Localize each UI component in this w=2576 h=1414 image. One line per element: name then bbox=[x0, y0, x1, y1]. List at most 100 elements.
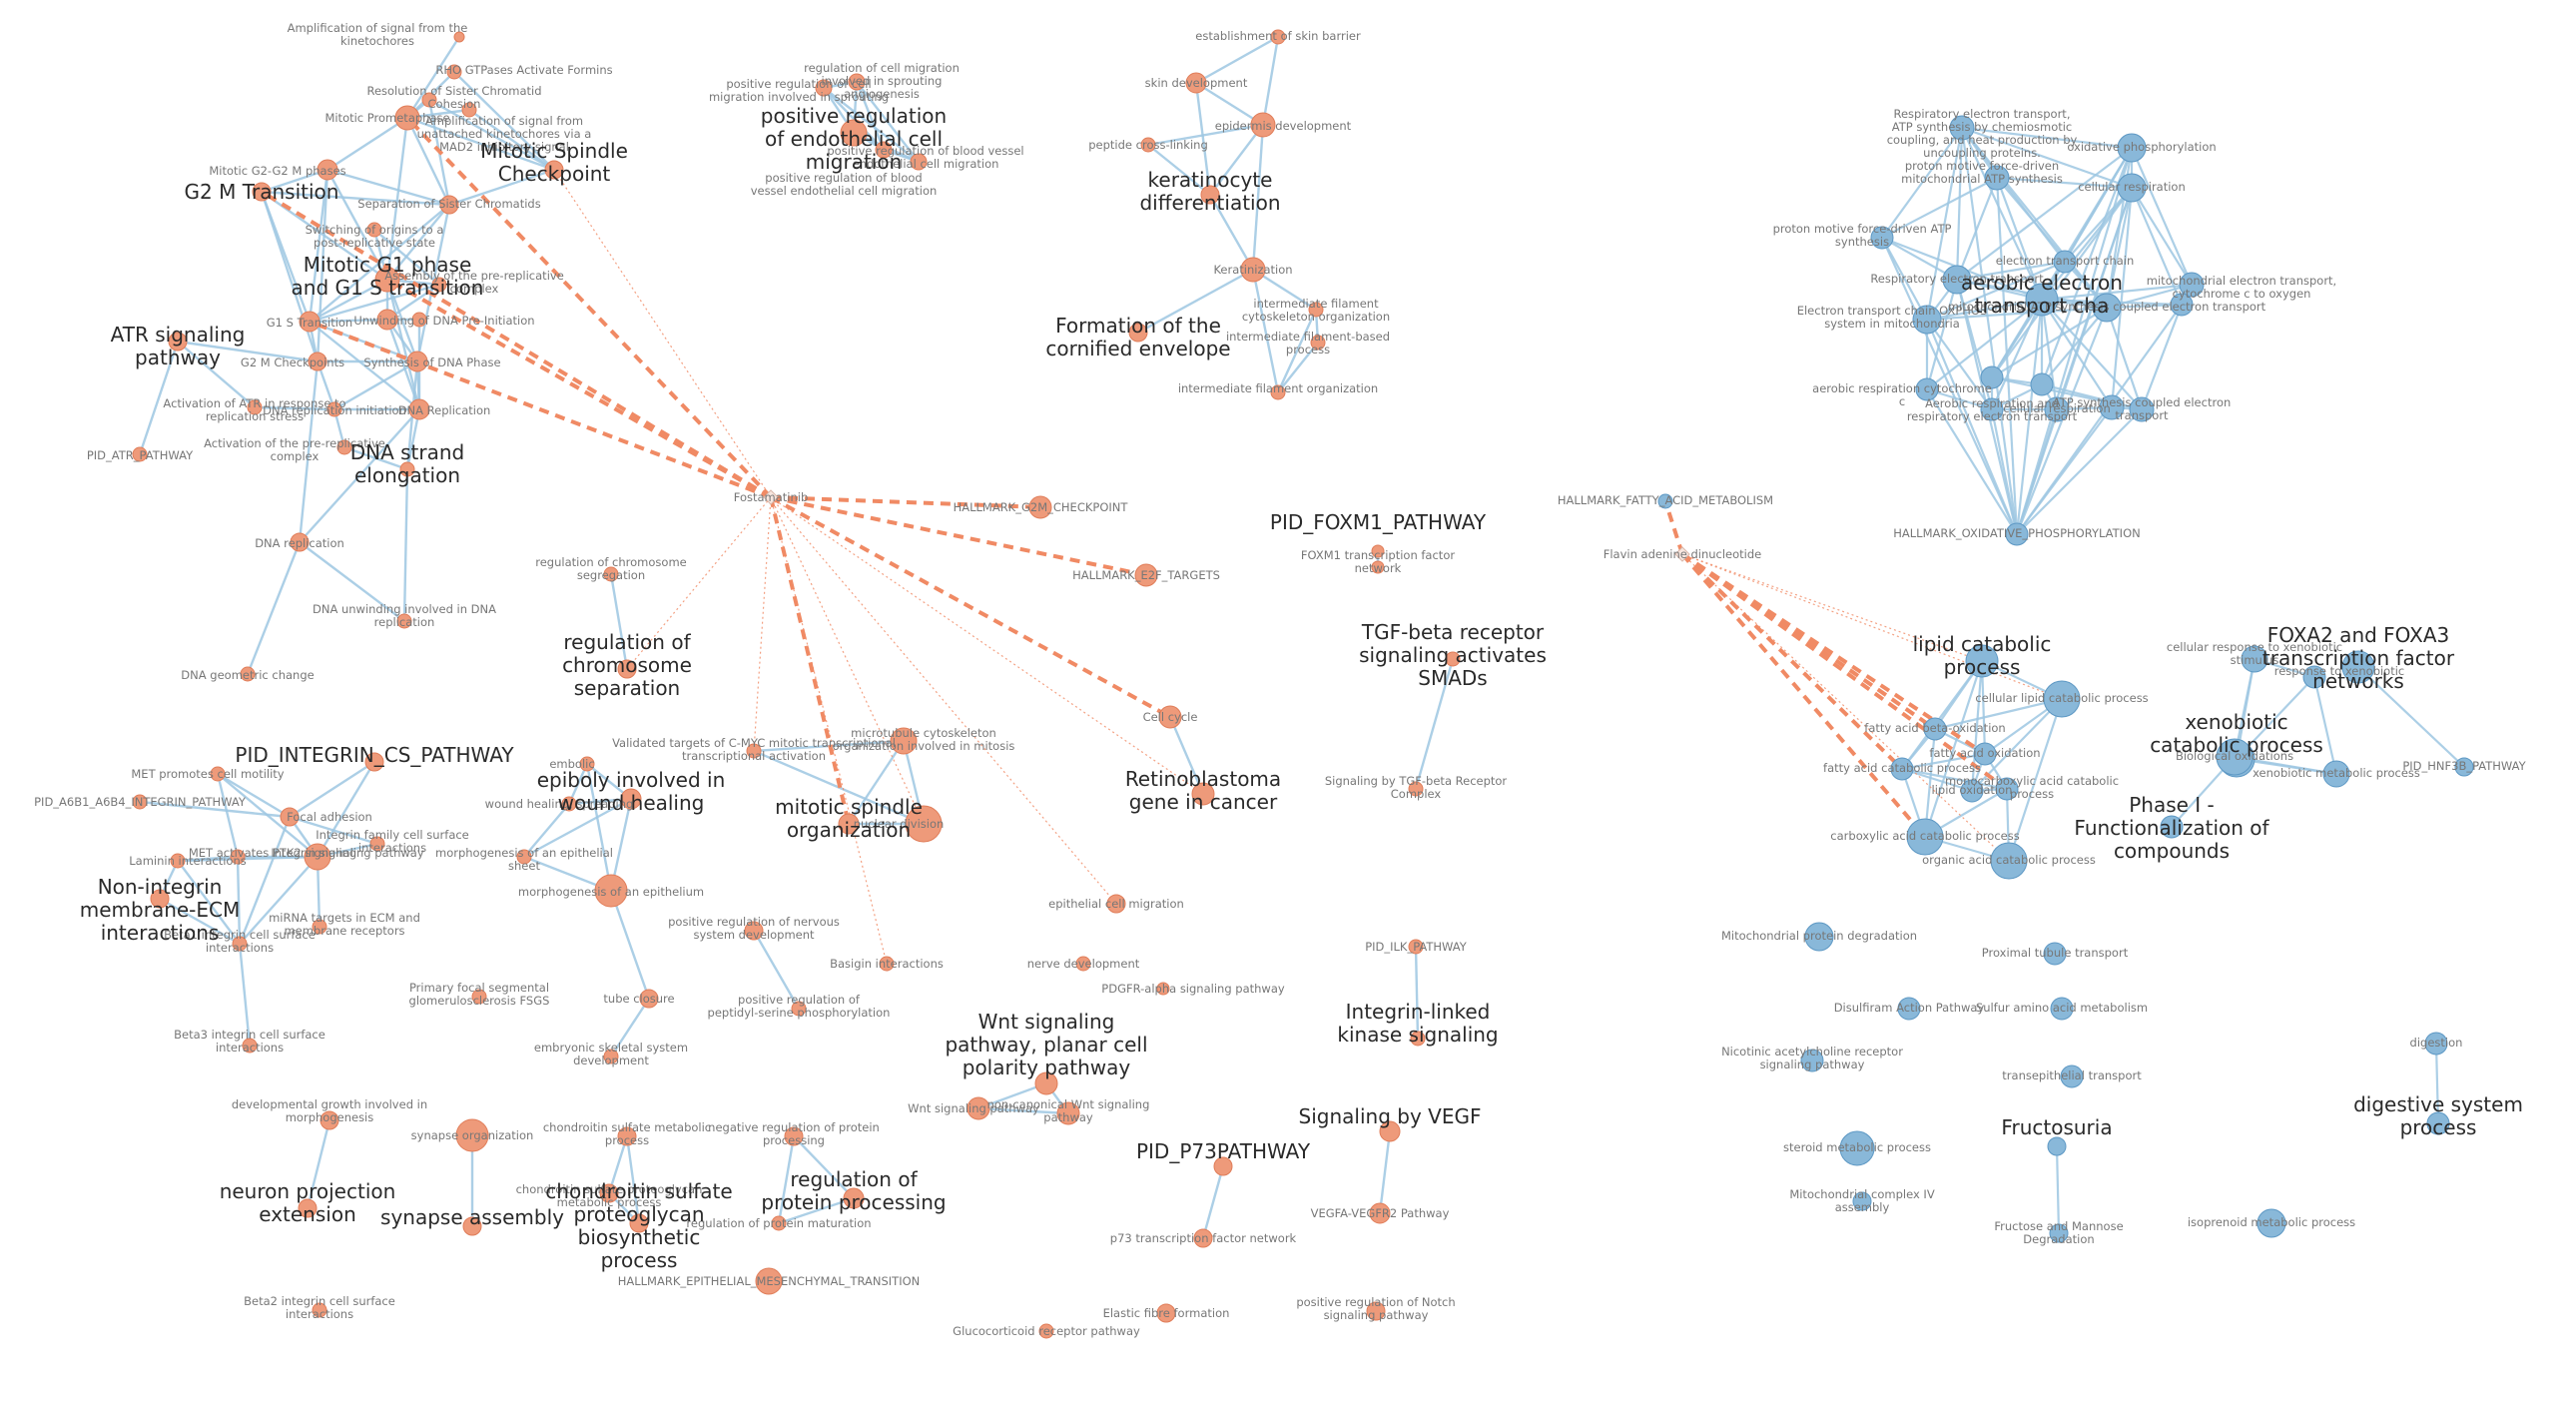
pathway-node[interactable] bbox=[594, 874, 628, 908]
pathway-node[interactable] bbox=[2053, 250, 2077, 274]
pathway-node[interactable] bbox=[396, 613, 412, 629]
pathway-node[interactable] bbox=[210, 766, 226, 782]
pathway-node[interactable] bbox=[247, 399, 263, 415]
pathway-node[interactable] bbox=[617, 1126, 637, 1146]
pathway-node[interactable] bbox=[462, 1216, 482, 1236]
pathway-node[interactable] bbox=[242, 1038, 258, 1054]
pathway-node[interactable] bbox=[1657, 493, 1673, 509]
pathway-node[interactable] bbox=[1240, 257, 1266, 283]
pathway-node[interactable] bbox=[1191, 782, 1215, 806]
pathway-node[interactable] bbox=[453, 31, 465, 43]
pathway-node[interactable] bbox=[1366, 1301, 1386, 1321]
pathway-node[interactable] bbox=[431, 277, 447, 293]
pathway-node[interactable] bbox=[374, 267, 400, 293]
pathway-node[interactable] bbox=[320, 1110, 339, 1130]
pathway-node[interactable] bbox=[471, 989, 487, 1005]
pathway-node[interactable] bbox=[455, 1118, 489, 1152]
pathway-node[interactable] bbox=[599, 1183, 619, 1203]
pathway-node[interactable] bbox=[132, 446, 148, 462]
pathway-node[interactable] bbox=[1200, 185, 1220, 205]
pathway-node[interactable] bbox=[376, 309, 398, 331]
pathway-node[interactable] bbox=[406, 351, 428, 372]
pathway-node[interactable] bbox=[629, 1213, 649, 1233]
pathway-node[interactable] bbox=[408, 398, 430, 420]
pathway-node[interactable] bbox=[2179, 272, 2205, 298]
pathway-node[interactable] bbox=[1128, 323, 1148, 343]
pathway-node[interactable] bbox=[1308, 302, 1324, 318]
pathway-node[interactable] bbox=[1038, 1323, 1054, 1339]
pathway-node[interactable] bbox=[411, 312, 427, 328]
pathway-node[interactable] bbox=[603, 566, 619, 582]
pathway-node[interactable] bbox=[879, 956, 895, 972]
pathway-node[interactable] bbox=[1965, 644, 1999, 678]
pathway-node[interactable] bbox=[1193, 1228, 1213, 1248]
pathway-node[interactable] bbox=[1960, 779, 1984, 803]
pathway-node[interactable] bbox=[446, 64, 462, 80]
pathway-node[interactable] bbox=[232, 936, 248, 952]
pathway-node[interactable] bbox=[2043, 942, 2067, 966]
pathway-node[interactable] bbox=[1106, 894, 1126, 914]
pathway-node[interactable] bbox=[1028, 495, 1052, 519]
pathway-node[interactable] bbox=[2424, 1032, 2448, 1056]
pathway-node[interactable] bbox=[910, 153, 928, 171]
pathway-node[interactable] bbox=[150, 889, 170, 909]
pathway-node[interactable] bbox=[2049, 1223, 2069, 1243]
pathway-node[interactable] bbox=[1980, 397, 2004, 421]
pathway-node[interactable] bbox=[1980, 365, 2004, 389]
pathway-node[interactable] bbox=[2043, 680, 2081, 718]
pathway-node[interactable] bbox=[1156, 982, 1170, 996]
pathway-node[interactable] bbox=[2216, 738, 2254, 776]
pathway-node[interactable] bbox=[1984, 165, 2010, 191]
pathway-node[interactable] bbox=[1890, 757, 1914, 781]
pathway-node[interactable] bbox=[784, 1126, 804, 1146]
pathway-node[interactable] bbox=[1852, 1191, 1872, 1211]
pathway-node[interactable] bbox=[579, 756, 595, 772]
pathway-node[interactable] bbox=[1906, 818, 1944, 856]
pathway-node[interactable] bbox=[1897, 997, 1921, 1021]
pathway-node[interactable] bbox=[2454, 757, 2474, 777]
pathway-node[interactable] bbox=[2047, 1136, 2067, 1156]
pathway-node[interactable] bbox=[1990, 842, 2028, 880]
pathway-node[interactable] bbox=[1134, 563, 1158, 587]
pathway-node[interactable] bbox=[366, 222, 382, 238]
pathway-node[interactable] bbox=[1371, 544, 1385, 558]
pathway-node[interactable] bbox=[617, 659, 637, 679]
pathway-node[interactable] bbox=[1156, 1303, 1176, 1323]
pathway-node[interactable] bbox=[304, 843, 331, 871]
pathway-node[interactable] bbox=[1949, 115, 1975, 141]
pathway-node[interactable] bbox=[1213, 1156, 1233, 1176]
pathway-node[interactable] bbox=[1379, 1120, 1401, 1142]
pathway-node[interactable] bbox=[890, 727, 918, 755]
pathway-node[interactable] bbox=[326, 401, 342, 417]
pathway-node[interactable] bbox=[1408, 781, 1424, 797]
pathway-node[interactable] bbox=[1371, 560, 1385, 574]
pathway-node[interactable] bbox=[1923, 717, 1947, 741]
pathway-node[interactable] bbox=[399, 461, 415, 477]
pathway-node[interactable] bbox=[2099, 394, 2125, 420]
pathway-node[interactable] bbox=[815, 79, 833, 97]
pathway-node[interactable] bbox=[132, 794, 148, 810]
pathway-node[interactable] bbox=[875, 141, 893, 159]
pathway-node[interactable] bbox=[2256, 1208, 2286, 1238]
pathway-node[interactable] bbox=[848, 73, 866, 91]
pathway-node[interactable] bbox=[2060, 1064, 2084, 1088]
pathway-node[interactable] bbox=[2030, 372, 2054, 396]
pathway-node[interactable] bbox=[394, 105, 420, 131]
pathway-node[interactable] bbox=[1995, 777, 2019, 801]
pathway-node[interactable] bbox=[1270, 29, 1286, 45]
pathway-node[interactable] bbox=[2050, 997, 2074, 1021]
pathway-node[interactable] bbox=[1158, 705, 1182, 729]
pathway-node[interactable] bbox=[312, 919, 327, 935]
pathway-node[interactable] bbox=[168, 332, 188, 352]
pathway-node[interactable] bbox=[369, 836, 385, 852]
pathway-node[interactable] bbox=[2117, 133, 2147, 163]
pathway-node[interactable] bbox=[317, 159, 338, 181]
pathway-node[interactable] bbox=[2044, 396, 2070, 422]
pathway-node[interactable] bbox=[1870, 226, 1894, 250]
drug-node[interactable] bbox=[1674, 546, 1690, 562]
pathway-node[interactable] bbox=[843, 1187, 865, 1209]
pathway-node[interactable] bbox=[2129, 396, 2155, 422]
pathway-node[interactable] bbox=[561, 796, 577, 812]
drug-node[interactable] bbox=[763, 489, 779, 505]
pathway-node[interactable] bbox=[2117, 173, 2147, 203]
